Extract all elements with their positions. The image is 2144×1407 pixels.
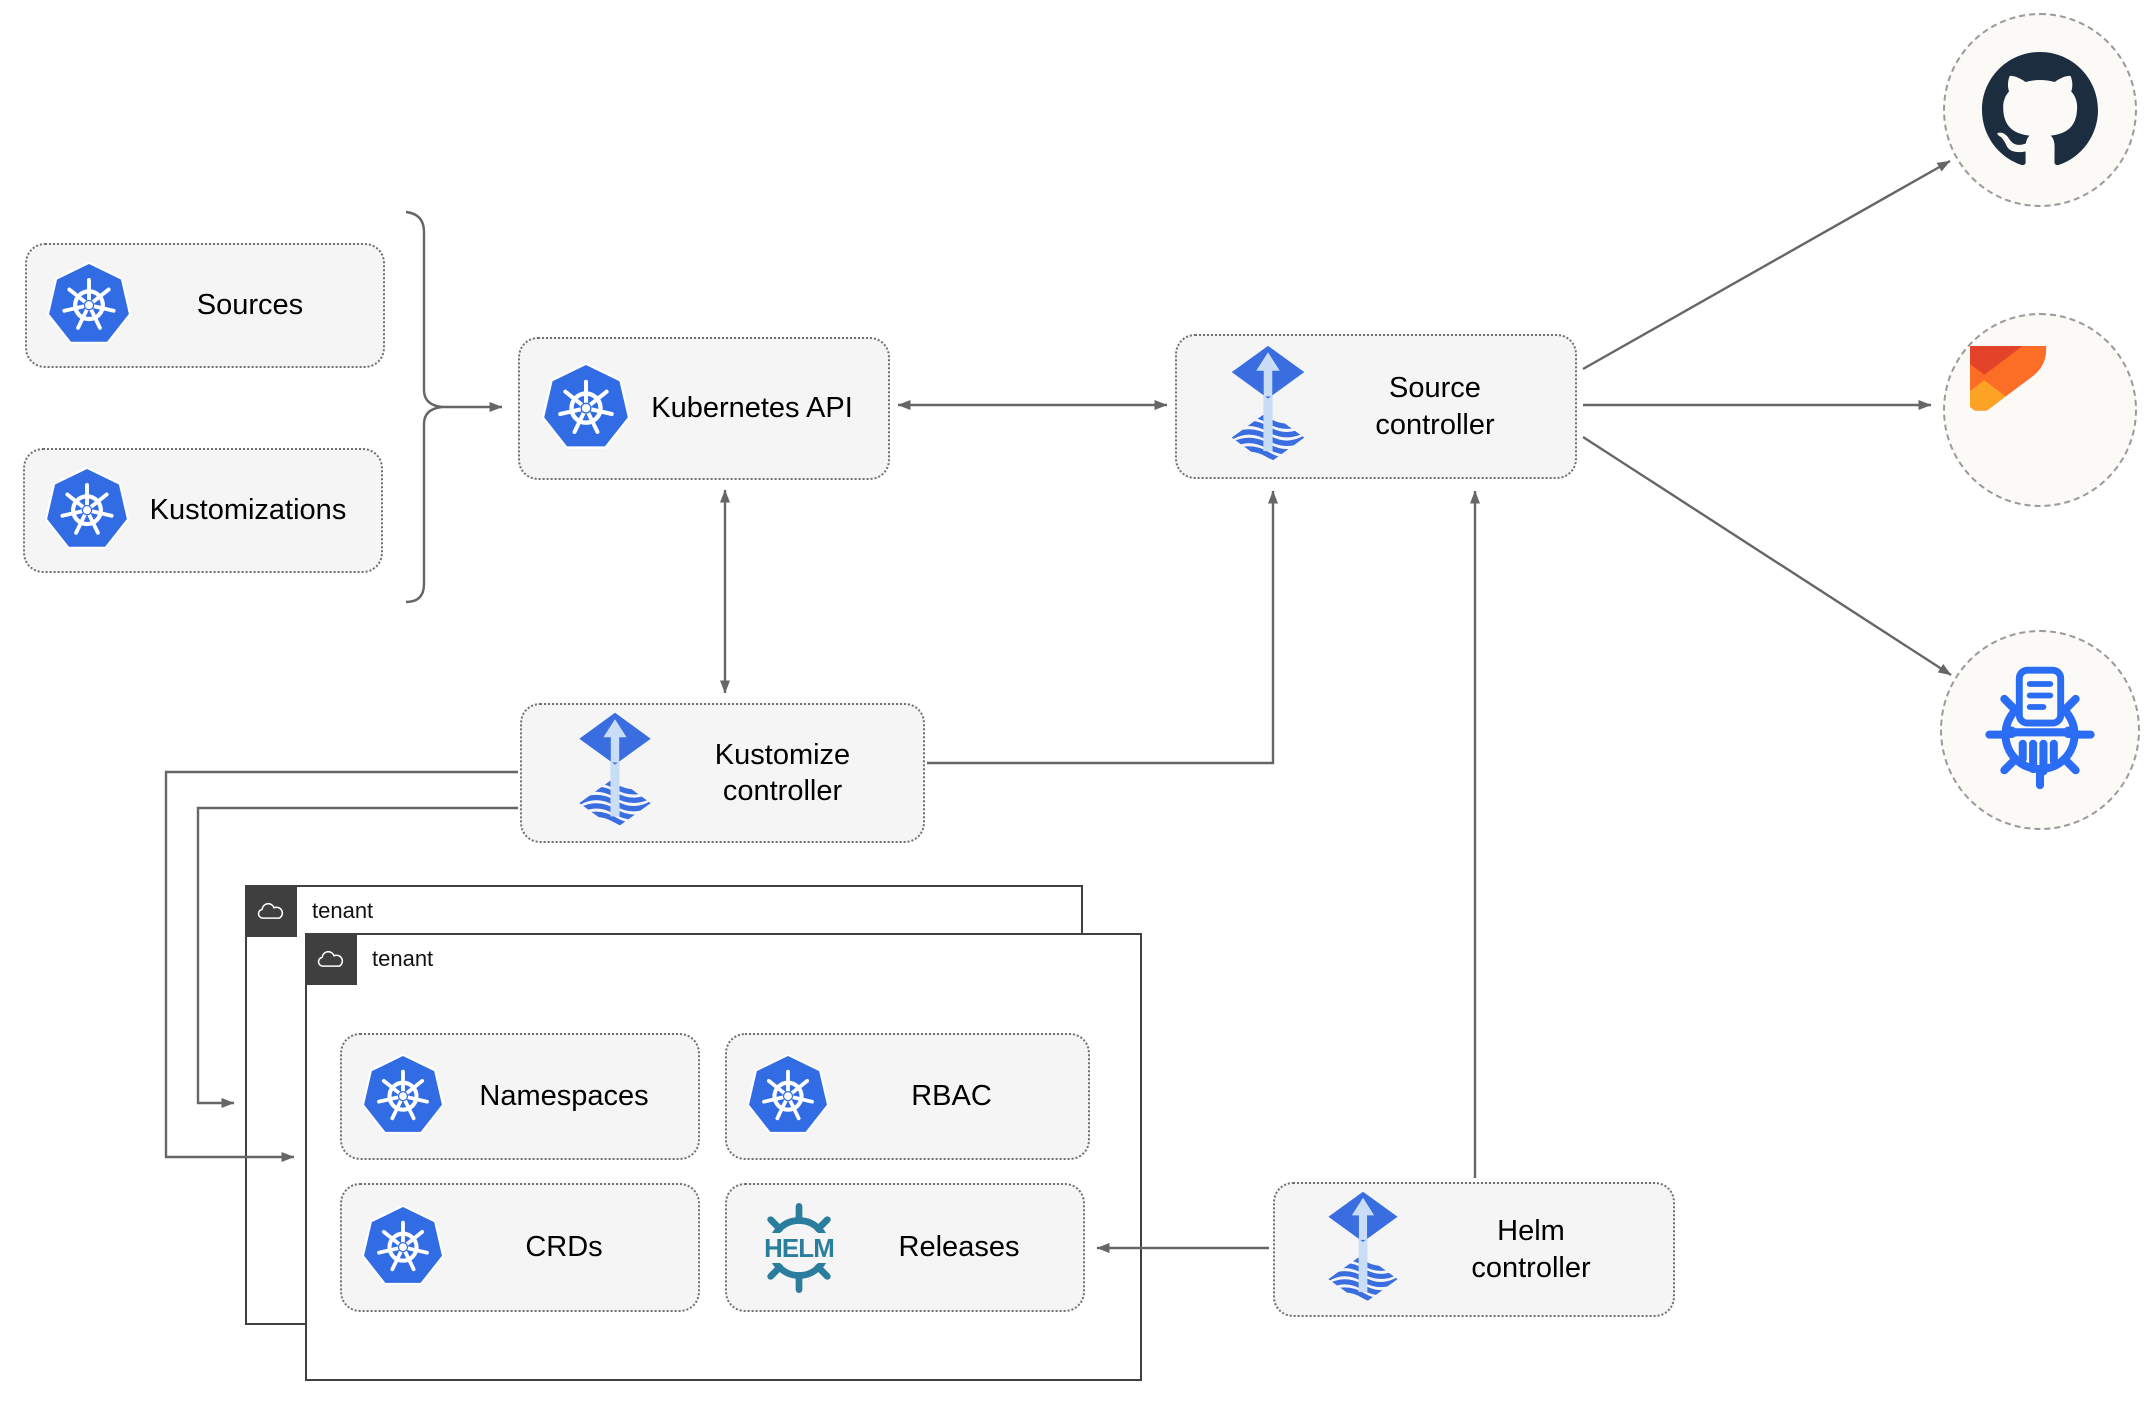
helm-logo-text: HELM — [764, 1235, 834, 1263]
node-label: Kubernetes API — [651, 392, 853, 425]
kubernetes-icon — [542, 363, 630, 455]
node-label: Namespaces — [479, 1080, 649, 1113]
node-helm-controller: Helm controller — [1273, 1182, 1675, 1317]
tenant-front-label: tenant — [372, 946, 434, 971]
node-kubernetes-api: Kubernetes API — [518, 337, 890, 480]
node-releases: HELM Releases — [725, 1183, 1085, 1312]
flux-icon — [1323, 1189, 1403, 1311]
github-icon — [1982, 52, 2098, 168]
node-label: RBAC — [911, 1080, 992, 1113]
flux-icon — [1227, 343, 1309, 471]
tenant-back-label: tenant — [312, 898, 374, 923]
connector-source-to-github — [1582, 159, 1951, 371]
node-label: Kustomizations — [149, 494, 347, 527]
flux-icon — [574, 710, 656, 836]
node-source-controller: Source controller — [1175, 334, 1577, 479]
gitlab-icon — [1970, 346, 2110, 474]
node-rbac: RBAC — [725, 1033, 1090, 1160]
connector-source-to-chart-repository — [1582, 435, 1952, 677]
node-namespaces: Namespaces — [340, 1033, 700, 1160]
kubernetes-icon — [747, 1054, 829, 1140]
node-sources: Sources — [25, 243, 385, 368]
chartmuseum-icon — [1971, 661, 2109, 799]
node-label: Source controller — [1375, 372, 1495, 441]
external-target-github — [1943, 13, 2137, 207]
brace-crds-group — [405, 210, 443, 604]
helm-icon: HELM — [749, 1198, 849, 1298]
node-label: Helm controller — [1471, 1215, 1591, 1284]
node-label: Kustomize controller — [714, 738, 851, 807]
node-label: CRDs — [525, 1231, 603, 1264]
node-crds: CRDs — [340, 1183, 700, 1312]
node-label: Sources — [196, 289, 304, 322]
kubernetes-icon — [47, 262, 131, 350]
kubernetes-icon — [362, 1205, 444, 1291]
node-label: Releases — [898, 1231, 1020, 1264]
kubernetes-icon — [362, 1054, 444, 1140]
external-target-gitlab — [1943, 313, 2137, 507]
cloud-icon — [305, 933, 357, 985]
node-kustomizations: Kustomizations — [23, 448, 383, 573]
tenant-back-header: tenant — [245, 885, 373, 937]
cloud-icon — [245, 885, 297, 937]
node-kustomize-controller: Kustomize controller — [520, 703, 925, 843]
connector-kustomize-to-source — [927, 490, 1278, 765]
external-target-chart-repository — [1940, 630, 2140, 830]
kubernetes-icon — [45, 467, 129, 555]
tenant-front-header: tenant — [305, 933, 433, 985]
